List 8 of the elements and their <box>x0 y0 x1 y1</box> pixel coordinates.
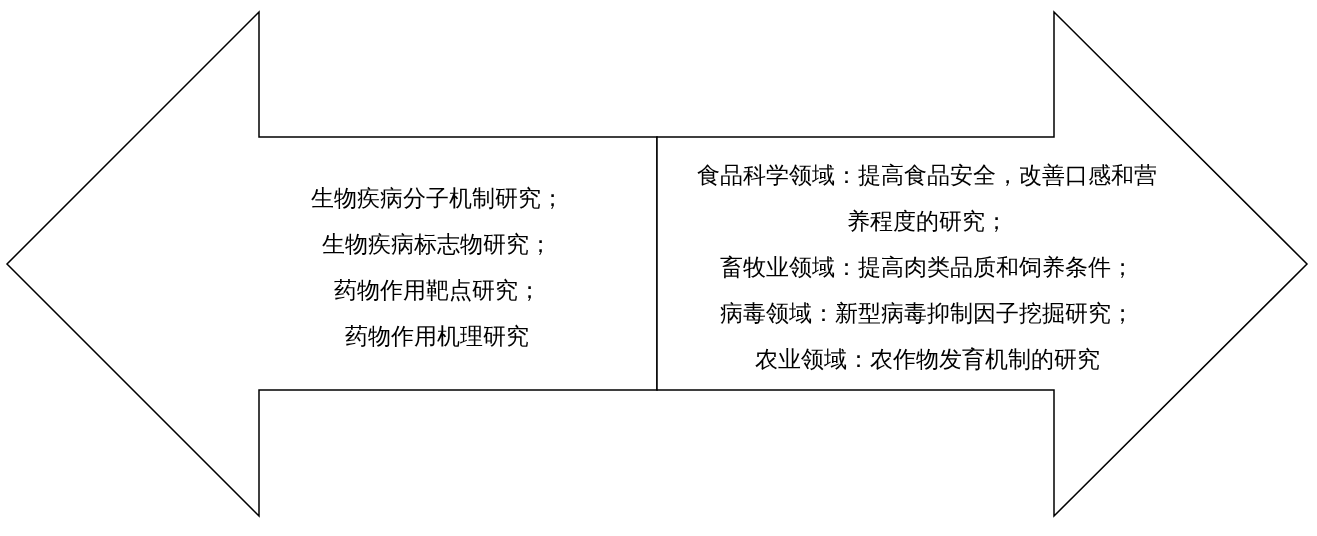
research-item-text: 药物作用靶点研究； <box>332 276 542 305</box>
research-item-text: 畜牧业领域：提高肉类品质和饲养条件； <box>719 253 1135 282</box>
research-item-text: 病毒领域：新型病毒抑制因子挖掘研究； <box>719 299 1135 328</box>
research-item-text: 农业领域：农作物发育机制的研究 <box>753 345 1101 374</box>
research-item-text: 生物疾病分子机制研究； <box>309 184 565 213</box>
research-item-text: 药物作用机理研究 <box>344 322 530 351</box>
research-item-text: 食品科学领域：提高食品安全，改善口感和营养程度的研究； <box>696 161 1158 236</box>
research-item-text: 生物疾病标志物研究； <box>321 230 553 259</box>
